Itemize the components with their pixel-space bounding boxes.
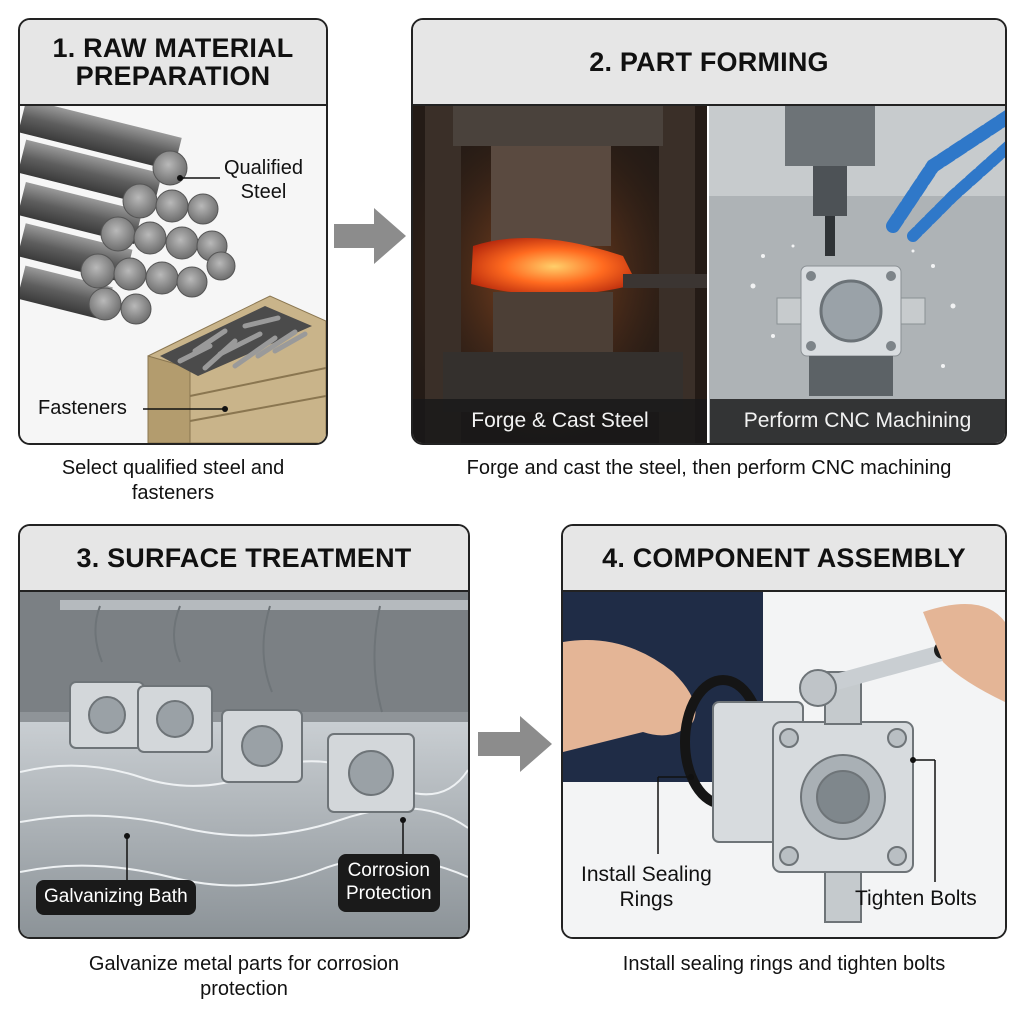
qualified-steel-label-line-2: Steel [240, 181, 287, 203]
step-2-caption: Forge and cast the steel, then perform C… [466, 457, 952, 479]
galvanizing-bath-label: Galvanizing Bath [36, 880, 196, 915]
forge-press-icon [413, 106, 707, 443]
step-4-title: 4. COMPONENT ASSEMBLY [563, 526, 1005, 592]
step-1-caption-line-2: fasteners [131, 482, 215, 504]
cnc-machine-icon [709, 106, 1005, 443]
install-sealing-rings-label-line-1: Install Sealing [581, 863, 712, 886]
tighten-bolts-label: Tighten Bolts [855, 887, 977, 910]
step-1-title-line-2: PREPARATION [75, 61, 271, 91]
steel-rods-icon [20, 106, 236, 325]
step-1-caption: Select qualified steel and fasteners [18, 456, 328, 506]
corrosion-protection-label-line-2: Protection [346, 882, 432, 904]
step-1-title-line-1: 1. RAW MATERIAL [52, 32, 294, 63]
fastener-crate-icon [147, 295, 326, 443]
step-2-illustration: Forge & Cast Steel Perform CNC Machining [413, 106, 1005, 443]
fasteners-label: Fasteners [38, 397, 127, 419]
galvanized-parts-icon [69, 605, 415, 813]
step-1-caption-line-1: Select qualified steel and [61, 457, 285, 479]
step-3-caption-line-1: Galvanize metal parts for corrosion [88, 953, 400, 975]
step-3-panel: 3. SURFACE TREATMENT [18, 524, 470, 939]
step-4-caption: Install sealing rings and tighten bolts [622, 953, 946, 975]
cnc-machining-label: Perform CNC Machining [710, 399, 1005, 443]
step-2-title: 2. PART FORMING [413, 20, 1005, 106]
flow-arrow-icon [334, 208, 406, 264]
flow-arrow-icon [478, 716, 552, 772]
step-3-title: 3. SURFACE TREATMENT [20, 526, 468, 592]
qualified-steel-label-line-1: Qualified [224, 157, 303, 179]
forge-cast-label: Forge & Cast Steel [413, 399, 707, 443]
step-3-caption: Galvanize metal parts for corrosion prote… [18, 952, 470, 1002]
valve-assembly-icon [712, 671, 914, 923]
step-3-caption-line-2: protection [200, 978, 288, 1000]
step-4-panel: 4. COMPONENT ASSEMBLY [561, 524, 1007, 939]
step-2-panel: 2. PART FORMING [411, 18, 1007, 445]
install-sealing-rings-label-line-2: Rings [619, 888, 674, 912]
corrosion-protection-label-line-1: Corrosion [347, 860, 430, 881]
